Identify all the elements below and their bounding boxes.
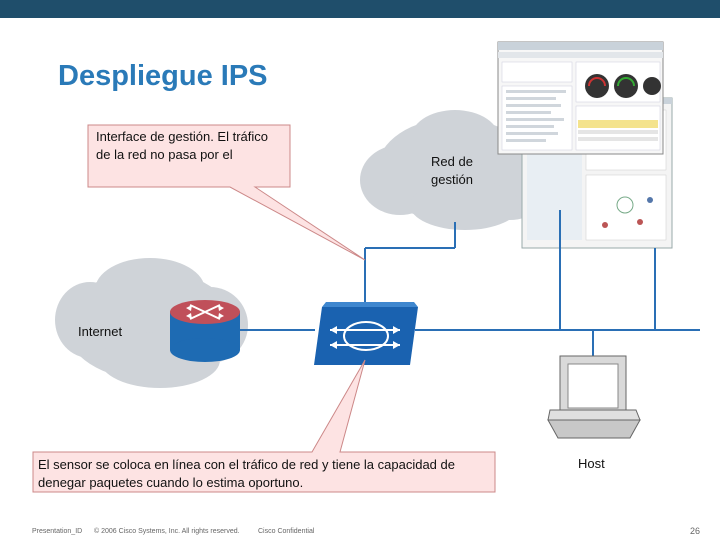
internet-label: Internet bbox=[78, 324, 123, 339]
management-console-screenshot bbox=[497, 41, 673, 249]
slide-title: Despliegue IPS bbox=[58, 60, 268, 92]
callout-management-interface bbox=[87, 124, 366, 261]
top-banner bbox=[0, 0, 720, 18]
callout-inline-sensor bbox=[32, 359, 496, 493]
callout-top-text: Interface de gestión. El tráfico de la r… bbox=[96, 129, 268, 162]
network-links bbox=[235, 210, 700, 356]
footer-confidential: Cisco Confidential bbox=[258, 528, 315, 535]
management-network-label: Red de gestión bbox=[431, 154, 473, 188]
callout-bottom-text: El sensor se coloca en línea con el tráf… bbox=[38, 457, 455, 490]
host-label: Host bbox=[578, 456, 605, 471]
footer-copyright: © 2006 Cisco Systems, Inc. All rights re… bbox=[94, 528, 240, 535]
ips-sensor-icon bbox=[314, 302, 418, 365]
router-icon bbox=[170, 300, 240, 362]
footer-presentation-id: Presentation_ID bbox=[32, 528, 83, 535]
host-computer-icon bbox=[547, 355, 641, 439]
management-network-cloud bbox=[360, 110, 550, 230]
page-number: 26 bbox=[690, 526, 701, 536]
